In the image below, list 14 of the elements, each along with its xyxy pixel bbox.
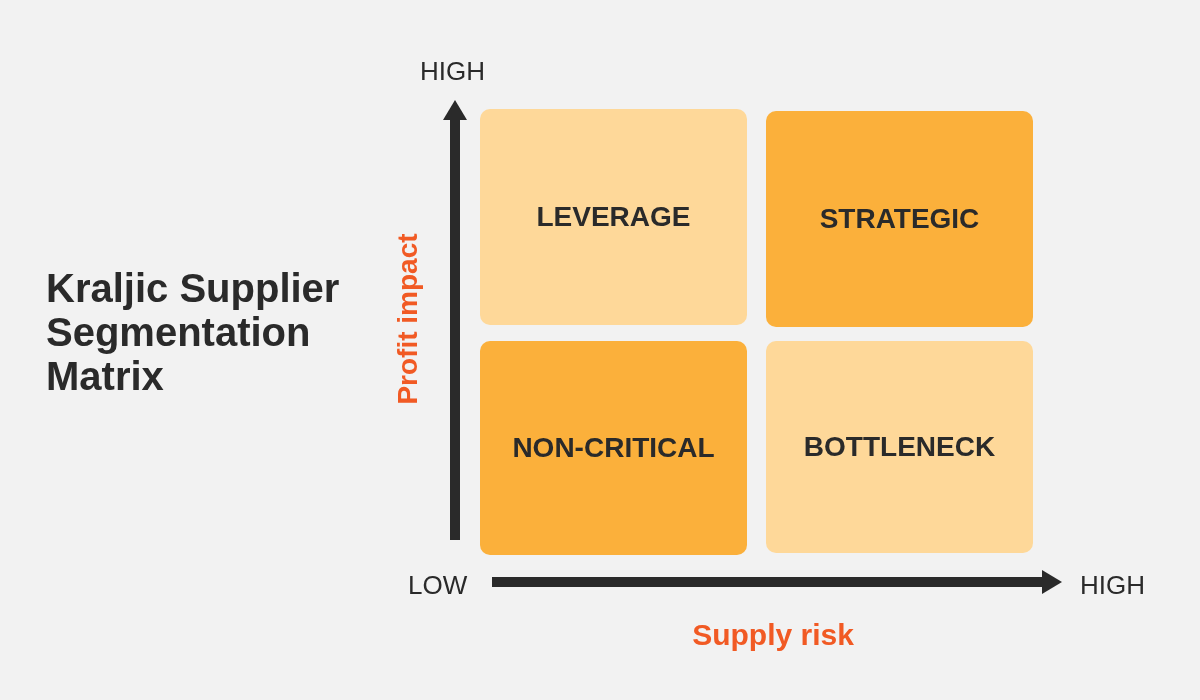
quadrant-label: LEVERAGE	[536, 200, 691, 234]
axis-end-label: HIGH	[420, 55, 485, 88]
axis-title: Profit impact	[391, 232, 424, 407]
quadrant-box	[480, 341, 747, 555]
quadrant-label: BOTTLENECK	[803, 430, 996, 464]
quadrant-label: STRATEGIC	[819, 202, 980, 236]
axis-title: Supply risk	[691, 617, 855, 653]
axis-end-label: HIGH	[1080, 569, 1145, 602]
quadrant-box	[766, 341, 1033, 553]
quadrant-label: NON-CRITICAL	[512, 431, 715, 465]
quadrant-box	[766, 111, 1033, 327]
quadrant-box	[480, 109, 747, 325]
axis-end-label: LOW	[408, 569, 468, 602]
title: Kraljic Supplier Segmentation Matrix	[46, 266, 341, 398]
